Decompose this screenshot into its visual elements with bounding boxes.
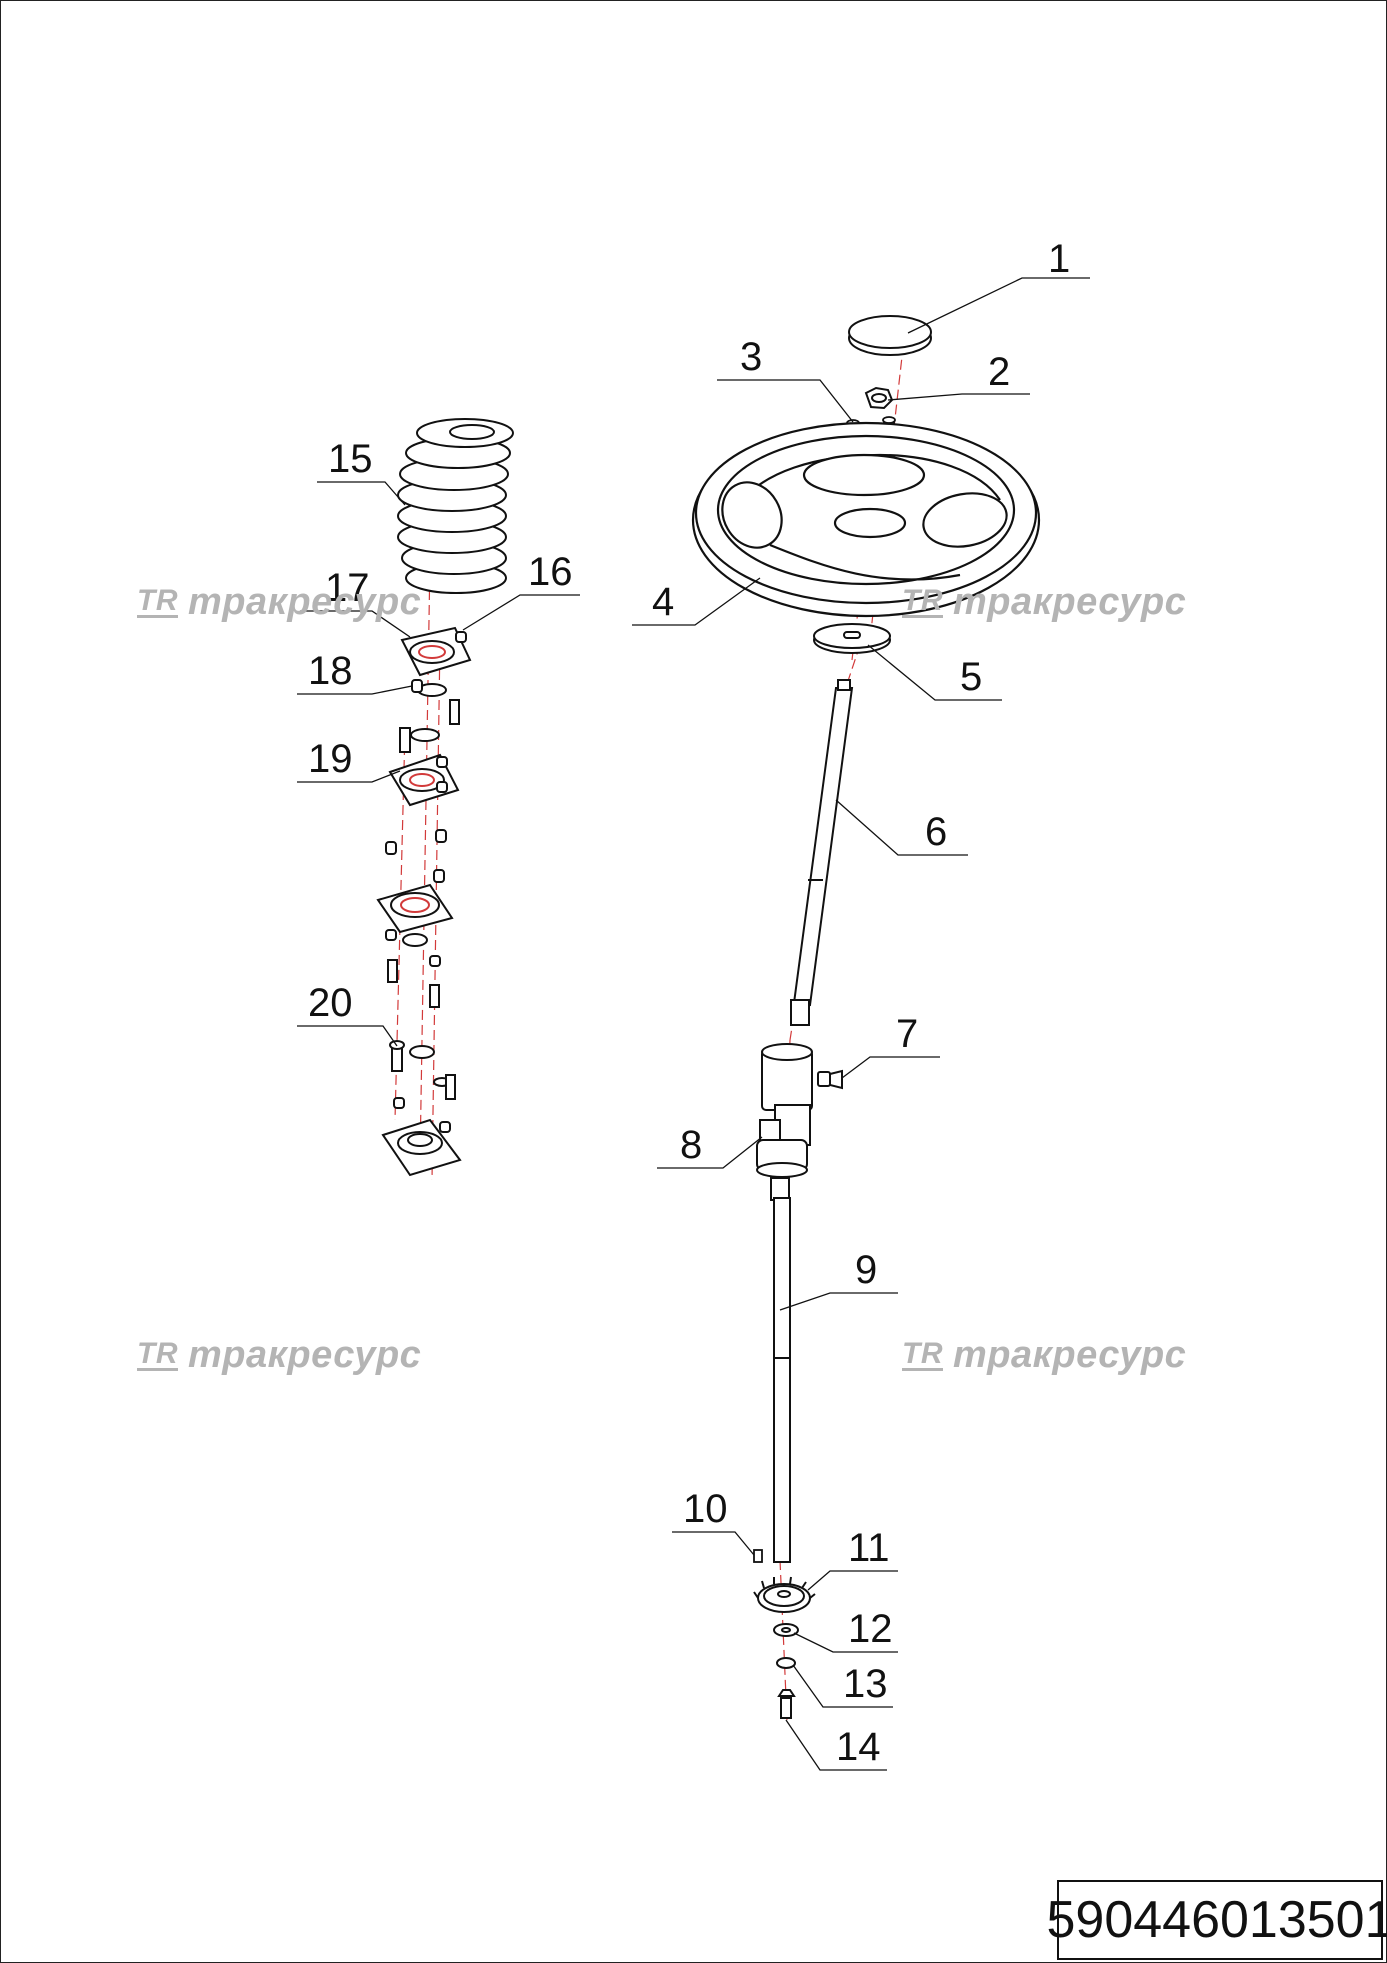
callout-15: 15 — [328, 437, 373, 481]
watermark-text: тракресурс — [953, 1333, 1187, 1376]
callout-numbers: 1 2 3 4 5 6 7 8 9 10 11 12 13 14 15 16 1… — [308, 237, 1070, 1769]
watermark-bottom-left: TR тракресурс — [137, 1325, 421, 1385]
callout-3: 3 — [740, 335, 762, 379]
watermark-logo: TR — [902, 1336, 943, 1371]
watermark-logo: TR — [902, 583, 943, 618]
callout-2: 2 — [988, 350, 1010, 394]
part-16-17-18-upper-flange — [400, 626, 472, 725]
watermark-logo: TR — [137, 583, 178, 618]
callout-16: 16 — [528, 550, 573, 594]
watermark-logo: TR — [137, 1336, 178, 1371]
watermark-text: тракресурс — [188, 1333, 422, 1376]
callout-14: 14 — [836, 1725, 881, 1769]
lower-bearing-flange — [376, 829, 454, 1008]
callout-19: 19 — [308, 737, 353, 781]
callout-18: 18 — [308, 649, 353, 693]
part-8-universal-joint — [756, 1043, 813, 1178]
leader-lines — [297, 277, 1090, 1771]
part-20-bottom-flange — [381, 1040, 462, 1177]
callout-1: 1 — [1048, 237, 1070, 281]
callout-8: 8 — [680, 1123, 702, 1167]
part-12-washer — [773, 1623, 799, 1637]
part-2-nut — [864, 386, 894, 410]
callout-11: 11 — [848, 1526, 890, 1570]
callout-5: 5 — [960, 655, 982, 699]
part-10-key — [753, 1549, 763, 1563]
part-6-upper-shaft — [790, 679, 854, 1026]
drawing-number: 590446013501 — [1046, 1880, 1387, 1960]
part-15-bellows-boot — [397, 418, 514, 594]
callout-6: 6 — [925, 810, 947, 854]
callout-4: 4 — [652, 580, 674, 624]
callout-12: 12 — [848, 1607, 893, 1651]
part-9-lower-shaft — [770, 1177, 791, 1563]
part-14-bolt — [777, 1689, 796, 1719]
callout-17: 17 — [325, 566, 370, 610]
callout-9: 9 — [855, 1248, 877, 1292]
callout-10: 10 — [683, 1487, 728, 1531]
part-7-bolt — [817, 1069, 843, 1090]
callout-7: 7 — [896, 1012, 918, 1056]
part-1-cap — [848, 315, 932, 356]
part-11-gear — [753, 1576, 816, 1613]
watermark-bottom-right: TR тракресурс — [902, 1325, 1186, 1385]
part-4-steering-wheel — [691, 421, 1041, 618]
callout-13: 13 — [843, 1662, 888, 1706]
watermark-top-right: TR тракресурс — [902, 572, 1186, 632]
part-13-spring-washer — [776, 1657, 796, 1669]
part-19-middle-flange — [388, 727, 460, 807]
callout-20: 20 — [308, 981, 353, 1025]
watermark-top-left: TR тракресурс — [137, 572, 421, 632]
watermark-text: тракресурс — [953, 580, 1187, 623]
watermark-text: тракресурс — [188, 580, 422, 623]
part-5-plate — [813, 623, 891, 654]
